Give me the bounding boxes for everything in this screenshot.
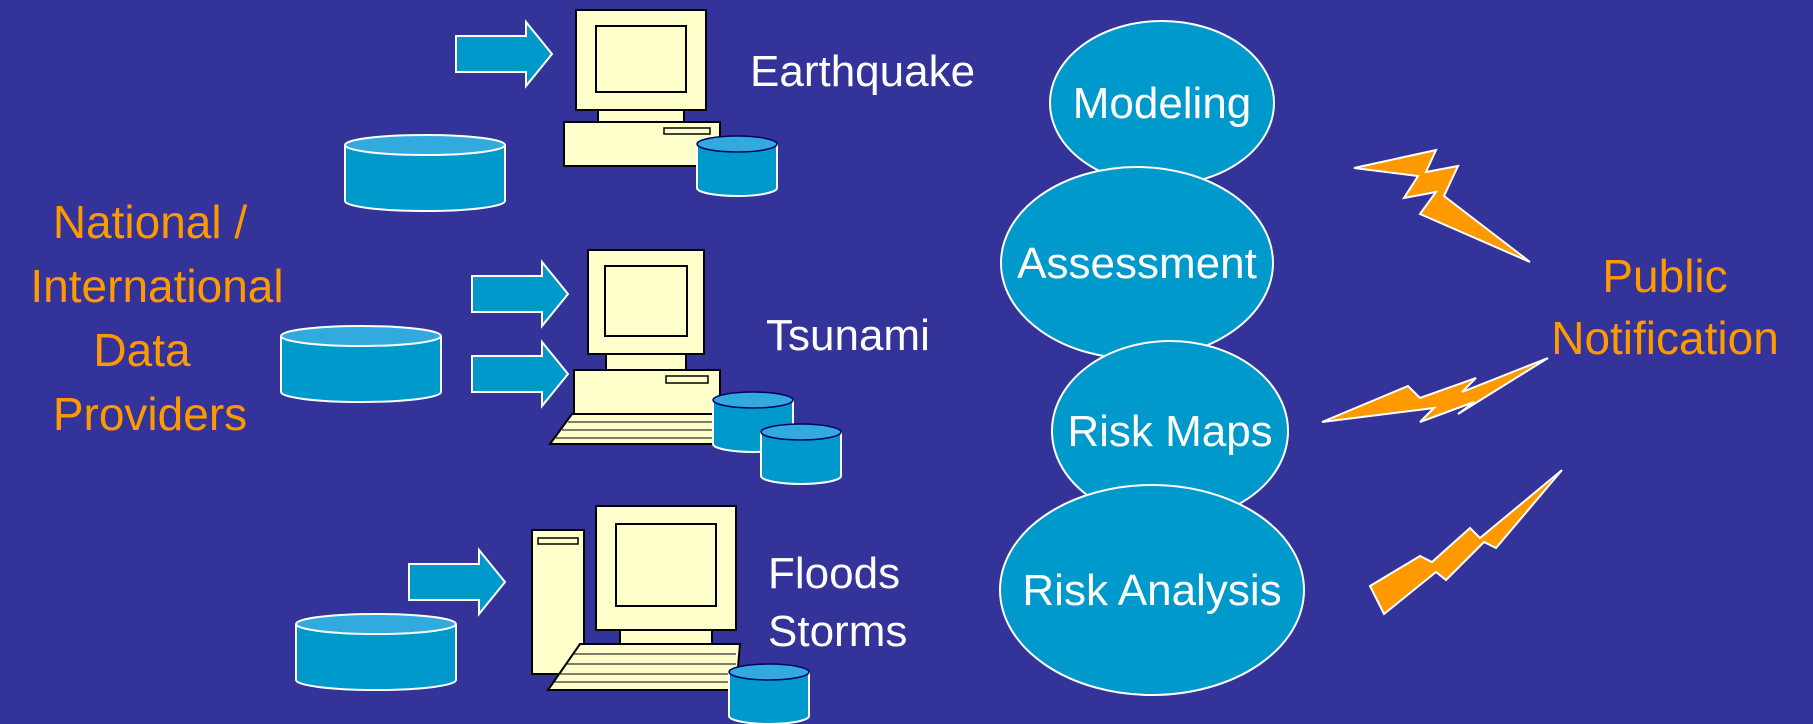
- hazard-label-tsunami: Tsunami: [766, 311, 930, 360]
- arrow-right-icon: [471, 341, 569, 407]
- computer-icon: [563, 9, 721, 167]
- hazard-label-earthquake: Earthquake: [750, 47, 975, 96]
- database-icon: [344, 134, 506, 212]
- computer-icon: [531, 505, 742, 691]
- node-assessment: Assessment: [1000, 166, 1274, 360]
- arrow-right-icon: [471, 261, 569, 327]
- lightning-bolt-icon: [1321, 357, 1549, 423]
- database-icon: [696, 135, 778, 197]
- lightning-bolts: [1321, 148, 1563, 616]
- hazard-label-storms: Storms: [768, 607, 907, 656]
- notification-label: Public Notification: [1551, 250, 1779, 364]
- database-icon: [280, 325, 442, 403]
- providers-line-2: International: [30, 260, 283, 312]
- lightning-bolt-icon: [1368, 469, 1563, 616]
- providers-line-3: Data: [93, 324, 191, 376]
- providers-line-4: Providers: [53, 388, 247, 440]
- lightning-bolt-icon: [1353, 148, 1531, 263]
- node-label-assessment: Assessment: [1017, 239, 1257, 288]
- notification-line-1: Public: [1602, 250, 1727, 302]
- node-label-risk-maps: Risk Maps: [1067, 407, 1272, 456]
- notification-line-2: Notification: [1551, 312, 1779, 364]
- node-risk-analysis: Risk Analysis: [999, 484, 1305, 696]
- node-modeling: Modeling: [1049, 20, 1275, 186]
- earthquake-row: Earthquake: [344, 9, 975, 212]
- arrow-right-icon: [455, 21, 553, 87]
- node-label-modeling: Modeling: [1073, 79, 1252, 128]
- node-risk-maps: Risk Maps: [1051, 340, 1289, 522]
- database-icon: [728, 663, 810, 724]
- providers-label: National / International Data Providers: [30, 196, 283, 440]
- database-icon: [760, 423, 842, 485]
- node-label-risk-analysis: Risk Analysis: [1022, 566, 1281, 615]
- arrow-right-icon: [408, 549, 506, 615]
- database-icon: [295, 613, 457, 691]
- computer-icon: [548, 249, 722, 445]
- providers-line-1: National /: [53, 196, 248, 248]
- tsunami-row: Tsunami: [280, 249, 930, 485]
- process-nodes: Modeling Assessment Risk Maps Risk Analy…: [999, 20, 1305, 696]
- hazard-label-floods: Floods: [768, 549, 900, 598]
- floods-storms-row: Floods Storms: [295, 505, 907, 724]
